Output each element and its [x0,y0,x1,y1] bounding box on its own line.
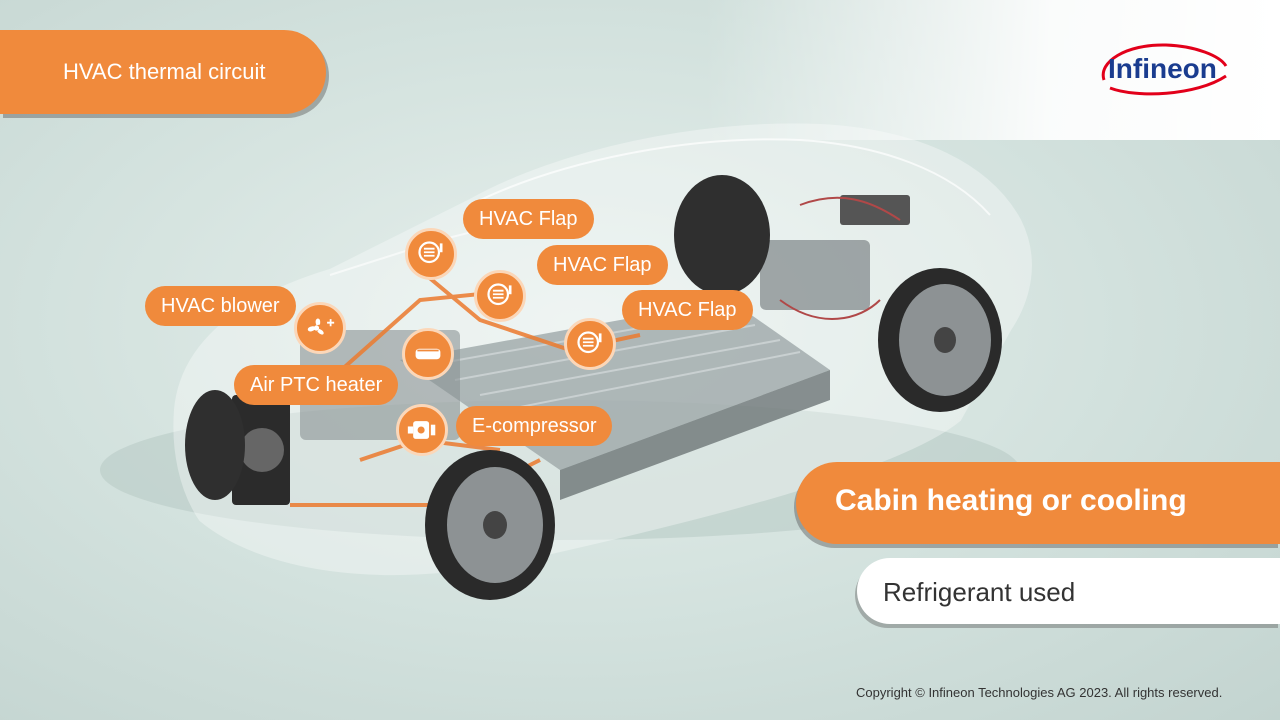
copyright-text: Copyright © Infineon Technologies AG 202… [856,685,1223,700]
flap-icon [474,270,526,322]
label-hvac-flap-1: HVAC Flap [463,199,594,239]
page-title: HVAC thermal circuit [63,59,266,84]
subline-banner [857,558,1280,624]
label-hvac-blower: HVAC blower [145,286,296,326]
heater-icon [402,328,454,380]
infineon-logo: Infineon [1101,43,1228,96]
label-hvac-flap-2: HVAC Flap [537,245,668,285]
compressor-icon [396,404,448,456]
title-banner [0,30,326,114]
label-air-ptc-heater: Air PTC heater [234,365,399,405]
flap-icon [564,318,616,370]
fan-icon [294,302,346,354]
svg-text:Infineon: Infineon [1108,53,1217,84]
headline-text: Cabin heating or cooling [835,484,1187,517]
flap-icon [405,228,457,280]
subline-text: Refrigerant used [883,577,1076,607]
label-hvac-flap-3: HVAC Flap [622,290,753,330]
label-e-compressor: E-compressor [456,406,613,446]
headline-banner [796,462,1280,544]
